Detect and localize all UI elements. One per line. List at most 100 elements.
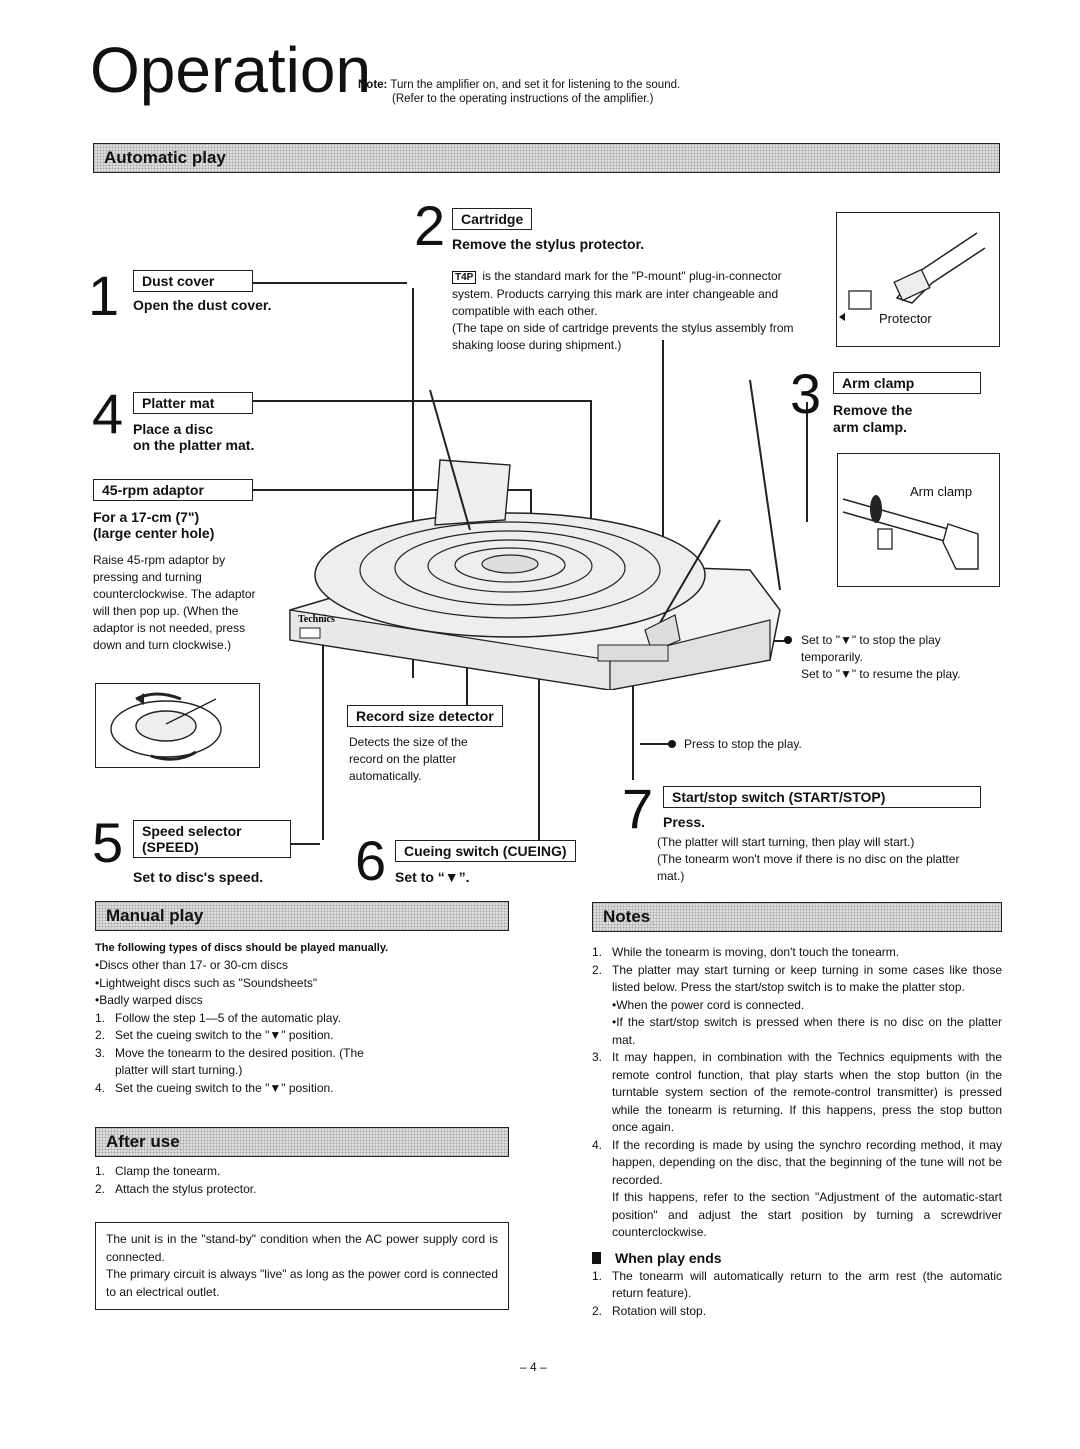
item-number: 4. <box>592 1137 603 1152</box>
list-item: 2. The platter may start turning or keep … <box>592 962 1002 997</box>
item-number: 1. <box>95 1164 106 1178</box>
adaptor-description: Raise 45-rpm adaptor by pressing and tur… <box>93 553 256 652</box>
page-title: Operation <box>90 34 372 106</box>
item-number: 3. <box>95 1045 106 1060</box>
list-item: If the start/stop switch is pressed when… <box>592 1014 1002 1049</box>
step-number-5: 5 <box>92 811 124 874</box>
step-7-text2: (The tonearm won't move if there is no d… <box>657 852 960 883</box>
callout-dot <box>668 740 676 748</box>
item-number: 1. <box>592 1268 603 1283</box>
turntable-illustration: Technics <box>289 379 781 690</box>
adaptor-instruction-a: For a 17-cm (7") <box>93 509 200 525</box>
adaptor-instruction-b: (large center hole) <box>93 525 215 541</box>
step-7-description: (The platter will start turning, then pl… <box>657 834 987 885</box>
list-item: Lightweight discs such as "Soundsheets" <box>95 975 515 993</box>
section-title: After use <box>106 1132 180 1151</box>
item-number: 2. <box>592 962 603 977</box>
bullet-text: If the start/stop switch is pressed when… <box>612 1014 1002 1049</box>
list-item: When the power cord is connected. <box>592 997 1002 1015</box>
t4p-mark-icon: T4P <box>452 271 477 284</box>
note-label: Note: <box>358 79 388 91</box>
standby-text: The unit is in the "stand-by" condition … <box>106 1232 498 1264</box>
step-instruction-5: Set to disc's speed. <box>133 869 264 885</box>
arm-clamp-label: Arm clamp <box>910 484 973 499</box>
item-text: If this happens, refer to the section "A… <box>612 1190 1002 1239</box>
bullet-text: When the power cord is connected. <box>612 997 1002 1015</box>
item-text: Move the tonearm to the desired position… <box>115 1045 364 1078</box>
step-number-4: 4 <box>92 382 124 445</box>
item-number: 4. <box>95 1080 106 1095</box>
item-text: The platter may start turning or keep tu… <box>612 962 1002 995</box>
step-7-text1: (The platter will start turning, then pl… <box>657 835 915 849</box>
speed-text: (SPEED) <box>142 839 199 855</box>
callout-dot <box>784 636 792 644</box>
list-item: If this happens, refer to the section "A… <box>592 1189 1002 1242</box>
item-number: 1. <box>592 945 603 959</box>
section-title: Notes <box>603 907 651 926</box>
step-label-platter-mat: Platter mat <box>133 392 253 414</box>
list-item: 4. If the recording is made by using the … <box>592 1137 1002 1190</box>
play-ends-heading: When play ends <box>592 1248 1002 1268</box>
tape-text: (The tape on side of cartridge prevents … <box>452 321 794 352</box>
pmount-text: is the standard mark for the "P-mount" p… <box>452 269 782 318</box>
speed-selector-text: Speed selector <box>142 823 242 839</box>
item-number: 2. <box>95 1181 106 1196</box>
cueing-callout: Set to "▼" to stop the play temporarily.… <box>801 632 981 683</box>
adaptor-figure <box>95 683 260 768</box>
manual-play-content: The following types of discs should be p… <box>95 940 515 1097</box>
step-instruction-4b: on the platter mat. <box>133 437 255 453</box>
list-item: 2. Set the cueing switch to the "▼" posit… <box>95 1027 515 1045</box>
item-text: Rotation will stop. <box>612 1303 707 1318</box>
arm-clamp-figure: Arm clamp <box>837 453 1000 587</box>
item-number: 2. <box>95 1028 106 1042</box>
list-item: 1. Follow the step 1—5 of the automatic p… <box>95 1010 515 1028</box>
standby-notice-box: The unit is in the "stand-by" condition … <box>95 1222 509 1310</box>
step-label-speed-selector: Speed selector (SPEED) <box>133 820 291 858</box>
step-instruction-4a: Place a disc <box>133 421 214 437</box>
item-number: 2. <box>592 1303 603 1318</box>
after-use-list: 1. Clamp the tonearm. 2. Attach the stylus… <box>95 1163 515 1198</box>
section-banner-automatic-play: Automatic play <box>93 143 1000 173</box>
list-item: 3. It may happen, in combination with the… <box>592 1049 1002 1137</box>
item-text: Attach the stylus protector. <box>115 1181 257 1196</box>
section-banner-notes: Notes <box>592 902 1002 932</box>
startstop-callout: Press to stop the play. <box>684 737 802 751</box>
step-instruction-3b: arm clamp. <box>833 419 907 435</box>
item-number: 1. <box>95 1010 106 1025</box>
step-instruction-1: Open the dust cover. <box>133 297 272 313</box>
item-text: If the recording is made by using the sy… <box>612 1137 1002 1187</box>
bullet-text: Discs other than 17- or 30-cm discs <box>95 957 515 975</box>
item-number: 3. <box>592 1050 603 1064</box>
label-record-size-detector: Record size detector <box>347 705 503 727</box>
label-45rpm-adaptor: 45-rpm adaptor <box>93 479 253 501</box>
step-label-dust-cover: Dust cover <box>133 270 253 292</box>
step-instruction-6: Set to “▼”. <box>395 869 470 885</box>
page-number: – 4 – <box>520 1360 547 1374</box>
detector-description: Detects the size of the record on the pl… <box>349 735 468 783</box>
section-title: Automatic play <box>104 148 226 167</box>
notes-content: 1. While the tonearm is moving, don't tou… <box>592 944 1002 1320</box>
list-item: Discs other than 17- or 30-cm discs <box>95 957 515 975</box>
section-banner-after-use: After use <box>95 1127 509 1157</box>
step-number-6: 6 <box>355 829 387 892</box>
cueing-resume-text: Set to "▼" to resume the play. <box>801 667 961 681</box>
note-line2: (Refer to the operating instructions of … <box>392 93 654 105</box>
item-text: It may happen, in combination with the T… <box>612 1050 1002 1134</box>
bullet-text: Lightweight discs such as "Soundsheets" <box>95 975 515 993</box>
square-bullet-icon <box>592 1251 601 1264</box>
protector-figure: Protector <box>836 212 1000 347</box>
cueing-stop-text: Set to "▼" to stop the play temporarily. <box>801 633 941 664</box>
item-text: Follow the step 1—5 of the automatic pla… <box>115 1010 341 1025</box>
item-text: Set the cueing switch to the "▼" positio… <box>115 1080 334 1095</box>
step-label-cartridge: Cartridge <box>452 208 533 230</box>
step-instruction-7: Press. <box>663 814 706 830</box>
item-text: While the tonearm is moving, don't touch… <box>612 945 900 959</box>
step-label-arm-clamp: Arm clamp <box>833 372 981 394</box>
section-title: Manual play <box>106 906 204 925</box>
play-ends-title: When play ends <box>615 1249 722 1266</box>
item-text: Set the cueing switch to the "▼" positio… <box>115 1028 334 1042</box>
step-number-3: 3 <box>790 362 822 425</box>
brand-text: Technics <box>298 614 335 625</box>
list-item: 4. Set the cueing switch to the "▼" posit… <box>95 1080 515 1098</box>
item-text: Clamp the tonearm. <box>115 1164 221 1178</box>
